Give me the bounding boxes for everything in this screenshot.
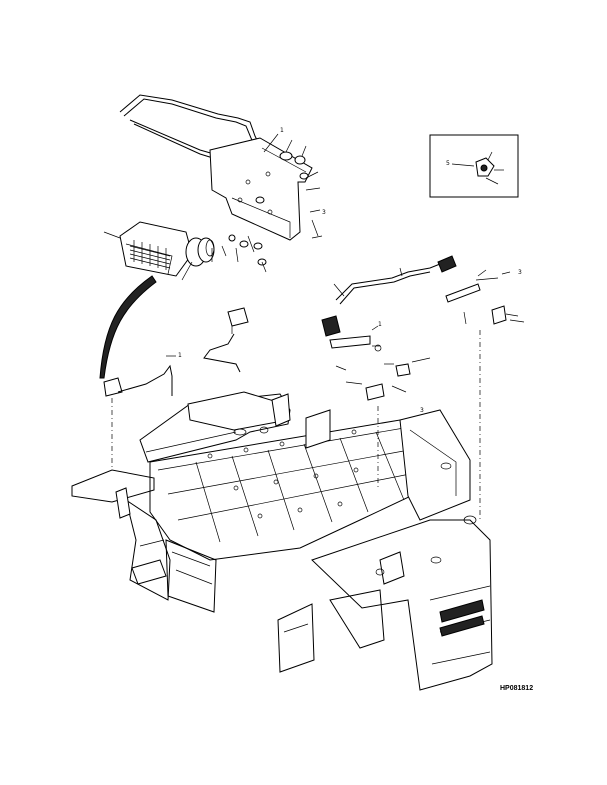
figure-id-label: HP081812 xyxy=(500,685,533,692)
floodlight-bracket-assembly: 1 3 xyxy=(99,94,326,379)
callout-3c: 3 xyxy=(420,407,424,414)
callout-5: 5 xyxy=(446,160,450,167)
vehicle-chassis xyxy=(71,391,493,691)
callout-5b: 1 xyxy=(378,321,382,328)
lamp-housing xyxy=(185,237,215,267)
callout-3b: 3 xyxy=(518,269,522,276)
callout-3: 3 xyxy=(322,209,326,216)
floodlight-head xyxy=(119,221,193,277)
cab-side-lamps: 1 xyxy=(103,307,481,520)
mounting-bracket xyxy=(209,137,313,241)
callout-1: 1 xyxy=(280,127,284,134)
callout-1b: 1 xyxy=(178,352,182,359)
detail-inset: 5 xyxy=(429,134,519,198)
marker-light-harness: 3 1 3 xyxy=(321,255,525,414)
